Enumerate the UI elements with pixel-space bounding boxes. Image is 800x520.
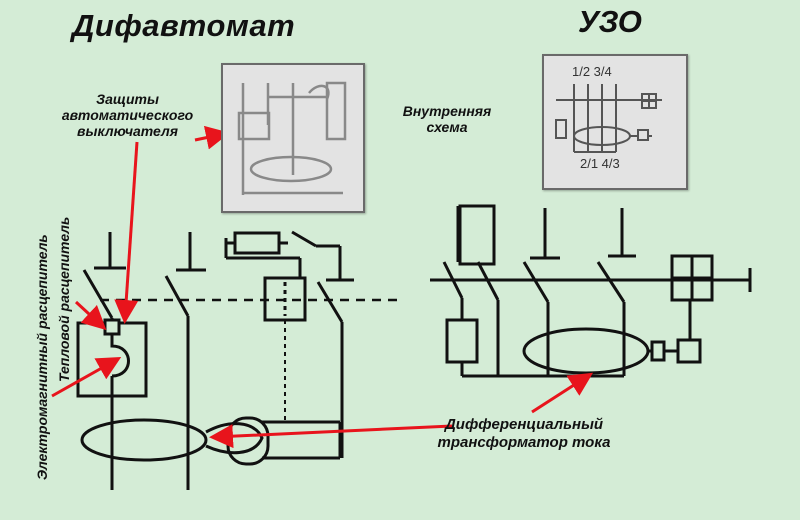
label-protection-line-1: Защиты <box>96 91 159 107</box>
photo-uzo-internal: 1/2 3/4 2/1 4/3 <box>542 54 688 190</box>
uzo-schematic <box>430 204 752 378</box>
terminal-labels-bottom: 2/1 4/3 <box>580 156 620 171</box>
label-protection: Защиты автоматического выключателя <box>40 91 215 139</box>
terminal-labels-top: 1/2 3/4 <box>572 64 612 79</box>
difavtomat-schematic <box>76 230 400 490</box>
title-uzo: УЗО <box>578 4 642 39</box>
label-diff-line-2: трансформатор тока <box>437 434 611 451</box>
label-internal-scheme: Внутренняя схема <box>384 103 510 135</box>
label-protection-line-3: выключателя <box>77 123 178 139</box>
label-thermal-release: Тепловой расцепитель <box>56 216 72 382</box>
label-differential-transformer: Дифференциальный трансформатор тока <box>404 416 644 452</box>
label-internal-line-2: схема <box>426 119 468 135</box>
photo-difavtomat-internal <box>221 63 365 213</box>
label-internal-line-1: Внутренняя <box>402 103 492 119</box>
photo-uzo-drawing <box>555 84 662 153</box>
label-electromagnetic-release: Электромагнитный расцепитель <box>34 234 50 480</box>
label-protection-line-2: автоматического <box>61 107 194 123</box>
title-difavtomat: Дифавтомат <box>72 8 296 43</box>
photo-difavtomat-drawing <box>237 81 347 195</box>
red-arrows <box>51 125 594 449</box>
label-diff-line-1: Дифференциальный <box>444 416 604 433</box>
